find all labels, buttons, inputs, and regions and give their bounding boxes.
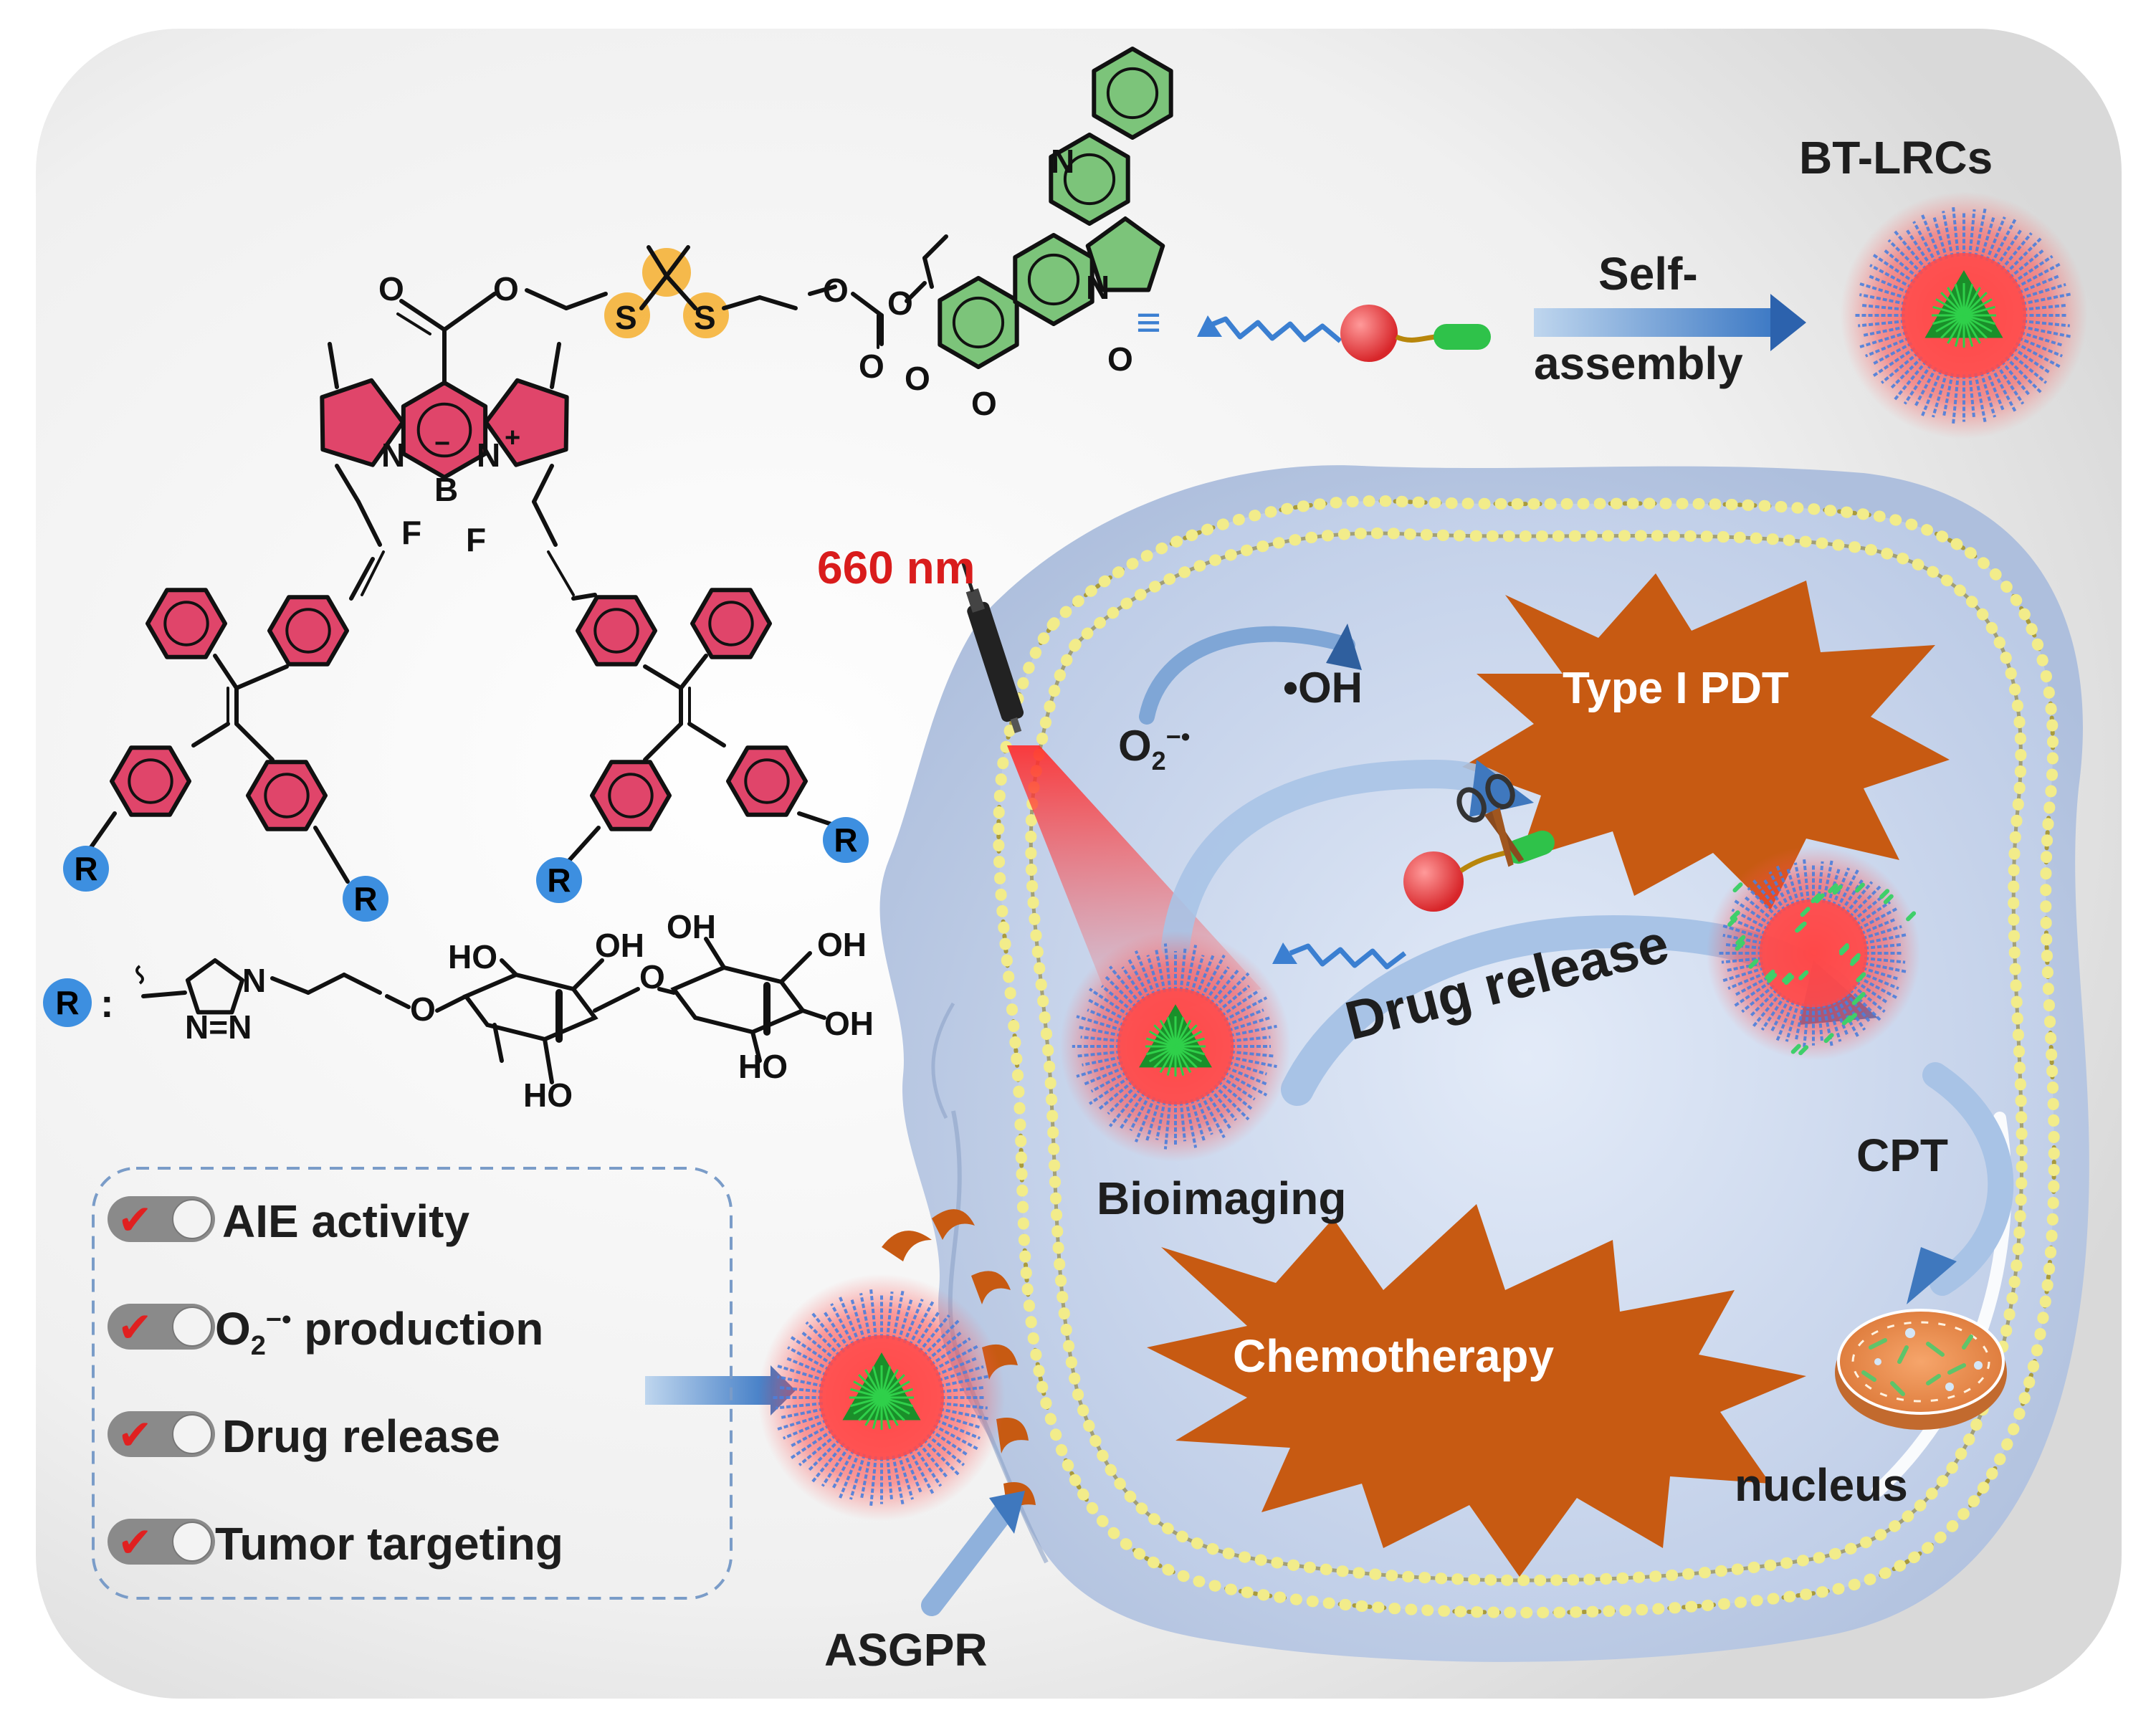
atom-s2: S [694,299,716,336]
atom-carbonyl-o: O [378,270,404,307]
check-icon: ✔ [118,1410,153,1459]
atom-quinoline-n: N [1051,143,1075,180]
self-assembly-label-2: assembly [1534,338,1743,389]
bioimaging-label: Bioimaging [1097,1173,1347,1224]
type-i-pdt-burst [1462,573,1950,910]
feature-label: AIE activity [222,1195,470,1247]
feature-label: Tumor targeting [215,1518,563,1570]
r-group-badge: R [63,846,109,892]
charge-minus: − [434,429,451,459]
light-wavelength-label: 660 nm [817,542,976,593]
bioimaging-nanoparticle [1060,931,1291,1162]
charge-plus: + [505,423,521,453]
r-oh3: OH [817,926,867,963]
prodrug-cartoon-icon [1197,305,1491,362]
triazole-n1: N [242,962,267,999]
atom-boron: B [434,471,459,508]
atom-ring-o: O [971,385,997,422]
superoxide-label: O2−• [1118,722,1191,775]
r-group-badge: R [536,857,582,903]
chemotherapy-burst [1147,1204,1806,1577]
toggle-switch-icon: ✔ [108,1411,215,1457]
feature-label: O2−• production [215,1303,544,1361]
atom-lactone-o: O [905,360,930,397]
hydroxyl-radical-label: •OH [1283,664,1363,712]
type-i-pdt-label: Type I PDT [1563,664,1789,713]
feature-label: Drug release [222,1410,500,1462]
r-oh2: OH [667,908,716,945]
scissors-icon [1456,773,1525,867]
bt-lrcs-nanoparticle [1840,191,2088,439]
nucleus-label: nucleus [1735,1459,1908,1511]
check-icon: ✔ [118,1303,153,1352]
title-bt-lrcs: BT-LRCs [1799,132,1993,183]
atom-ester-o: O [493,270,519,307]
atom-carbonate-o2: O [887,285,913,322]
r-definition-badge: R [43,978,92,1027]
laser-probe-icon [961,562,1024,733]
disassembled-nanoparticle [1706,846,1921,1061]
cleaved-prodrug-icon [1272,773,1555,970]
atom-carbonate-o1: O [823,272,849,309]
r-oh4: OH [824,1005,874,1042]
r-oh1: OH [595,927,644,964]
toggle-switch-icon: ✔ [108,1304,215,1350]
atom-f2: F [466,521,487,558]
atom-f1: F [401,514,422,551]
r-group-badge: R [823,817,869,863]
check-icon: ✔ [118,1518,153,1567]
atom-bodipy-n1: N [381,436,406,474]
self-assembly-label-1: Self- [1598,248,1698,300]
check-icon: ✔ [118,1195,153,1244]
cpt-label: CPT [1856,1130,1948,1181]
toggle-switch-icon: ✔ [108,1196,215,1242]
r-ho2: HO [738,1048,788,1085]
r-o2: O [639,958,665,996]
nucleus-icon [1835,1309,2007,1430]
incoming-nanoparticle [758,1274,1006,1522]
atom-carbonate-o3: O [859,348,884,385]
atom-lactam-o: O [1107,340,1133,378]
r-ho1: HO [448,938,497,975]
chemical-structure [87,47,1173,1084]
atom-lactam-n: N [1086,269,1110,306]
triazole-n23: N=N [185,1008,252,1046]
r-ho3: HO [523,1076,573,1114]
r-o1: O [410,990,436,1028]
chemotherapy-label: Chemotherapy [1233,1330,1555,1382]
atom-bodipy-n2: N [477,436,501,474]
atom-s1: S [615,299,637,336]
equiv-symbol: ≡ [1136,298,1162,346]
asgpr-label: ASGPR [824,1624,988,1676]
r-definition-colon: : [100,980,114,1026]
toggle-switch-icon: ✔ [108,1519,215,1565]
r-group-badge: R [343,876,388,922]
